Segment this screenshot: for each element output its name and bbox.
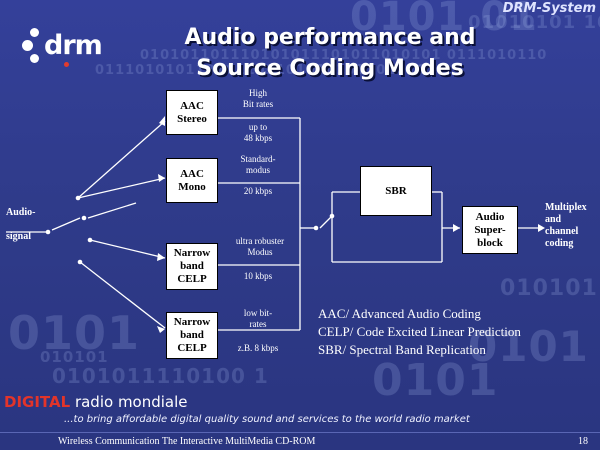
node-dot: [87, 237, 93, 243]
arrow-head-icon: [158, 174, 165, 182]
bg-digits: 0111010101101011011010101011010101: [95, 63, 437, 78]
switch-arm-2: [77, 177, 166, 199]
rate-desc: low bit- rates: [243, 308, 273, 329]
drm-system-label: DRM-System: [502, 1, 596, 16]
node-dot: [77, 259, 83, 265]
digital-word: DIGITAL: [4, 393, 71, 411]
coder-box-celp-2: Narrow band CELP: [166, 312, 218, 359]
rate-desc: High Bit rates: [242, 88, 274, 109]
node-dot: [313, 225, 319, 231]
legend-sbr: SBR/ Spectral Band Replication: [318, 342, 486, 357]
title-line-1: Audio performance and: [184, 25, 476, 50]
sbr-switch-lever: [319, 215, 333, 229]
node-dot: [75, 195, 81, 201]
bg-digits: 0101 01: [350, 0, 538, 40]
node-dot: [45, 229, 51, 235]
rate-value: 20 kbps: [243, 186, 273, 196]
logo-text: drm: [44, 30, 103, 61]
node-dot: [81, 215, 87, 221]
audio-superblock-box: Audio Super- block: [462, 206, 518, 254]
arrow-head-icon: [157, 253, 165, 261]
footer-text: Wireless Communication The Interactive M…: [58, 436, 316, 447]
tagline: ...to bring affordable digital quality s…: [64, 414, 470, 425]
bg-digits: 01010110: [500, 276, 600, 301]
sbr-label: SBR: [385, 184, 407, 197]
page-number: 18: [578, 436, 588, 447]
abbreviation-legend: AAC/ Advanced Audio Coding CELP/ Code Ex…: [318, 305, 521, 359]
bg-digits: 0101: [468, 322, 589, 371]
coder-name: AAC Stereo: [177, 99, 207, 125]
input-switch-lever: [51, 217, 81, 231]
demux-wire: [87, 202, 137, 219]
superblock-label: Audio Super- block: [474, 210, 506, 249]
bg-digits: 0101: [372, 355, 499, 406]
rate-value: up to 48 kbps: [243, 122, 273, 143]
logo-dot-icon: [30, 54, 39, 63]
title-line-2: Source Coding Modes: [196, 56, 464, 81]
bg-digits: 01010101 1010: [468, 12, 600, 33]
coder-box-aac-mono: AAC Mono: [166, 158, 218, 203]
bg-digits: 010101101110101011101011010101 011101011…: [140, 48, 548, 63]
rate-value: 10 kbps: [243, 271, 273, 281]
sbr-box: SBR: [360, 166, 432, 216]
node-dot: [329, 213, 335, 219]
digital-radio-mondiale-logo: DIGITAL radio mondiale: [4, 393, 188, 411]
switch-arm-1: [77, 120, 166, 199]
logo-dot-icon: [22, 40, 33, 51]
input-label: Audio- signal: [6, 207, 36, 242]
footer-bar: Wireless Communication The Interactive M…: [0, 432, 600, 450]
logo-dot-icon: [30, 28, 39, 37]
bg-digits: 0101011110100 1: [52, 364, 269, 388]
rate-desc: ultra robuster Modus: [235, 236, 285, 257]
coder-name: AAC Mono: [178, 167, 206, 193]
coder-name: Narrow band CELP: [173, 316, 211, 354]
arrow-head-icon: [453, 224, 460, 232]
logo-red-dot-icon: [64, 62, 69, 67]
legend-aac: AAC/ Advanced Audio Coding: [318, 306, 481, 321]
radio-mondiale-words: radio mondiale: [74, 393, 188, 411]
switch-arm-4: [79, 261, 166, 329]
legend-celp: CELP/ Code Excited Linear Prediction: [318, 324, 521, 339]
coder-name: Narrow band CELP: [173, 247, 211, 285]
arrow-head-icon: [159, 116, 165, 126]
bg-digits: 0101: [8, 306, 141, 360]
bg-digits: 010101: [40, 348, 109, 366]
arrow-head-icon: [157, 326, 165, 333]
output-label: Multiplex and channel coding: [545, 202, 587, 249]
rate-desc: Standard- modus: [240, 154, 276, 175]
switch-arm-3: [89, 239, 166, 259]
arrow-head-icon: [538, 224, 545, 232]
coder-box-celp-1: Narrow band CELP: [166, 243, 218, 290]
rate-value: z.B. 8 kbps: [237, 343, 279, 353]
coder-box-aac-stereo: AAC Stereo: [166, 90, 218, 135]
